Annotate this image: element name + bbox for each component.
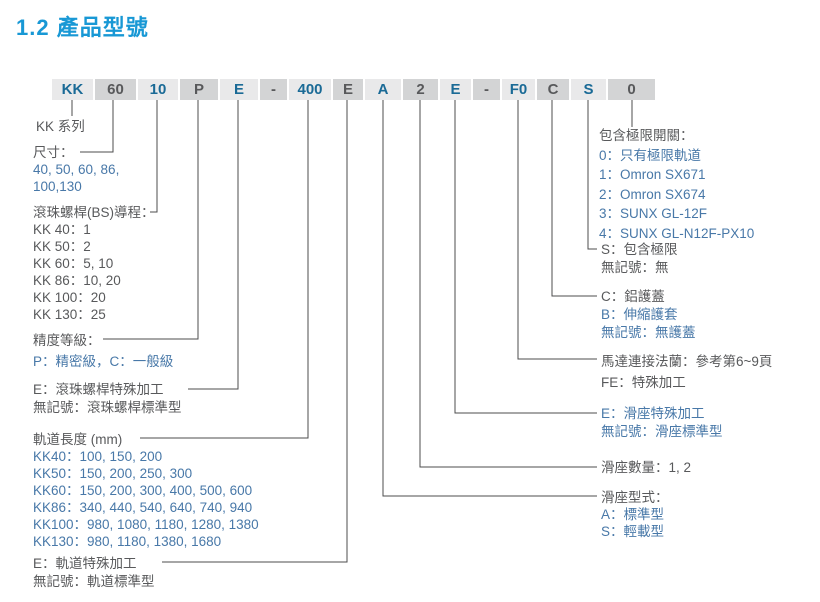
section-block-special: E：滑座特殊加工 無記號：滑座標準型 xyxy=(601,405,723,441)
size-header: 尺寸： xyxy=(33,145,74,160)
size-values: 40, 50, 60, 86, xyxy=(33,162,120,177)
code-segment-block-qty: 2 xyxy=(403,79,438,100)
lead-item: KK 100：20 xyxy=(33,290,106,305)
size-values: 100,130 xyxy=(33,179,82,194)
motor-flange-line: 馬達連接法蘭：參考第6~9頁 xyxy=(601,354,773,369)
limit-line: 無記號：無 xyxy=(601,260,669,275)
section-series: KK 系列 xyxy=(36,118,85,135)
code-segment-block-type: A xyxy=(365,79,401,100)
block-type-header: 滑座型式： xyxy=(601,490,669,505)
rail-length-item: KK130：980, 1180, 1380, 1680 xyxy=(33,534,222,549)
code-segment-precision: P xyxy=(180,79,218,100)
limit-switch-item: 1：Omron SX671 xyxy=(599,167,706,182)
section-cover: C：鋁護蓋 B：伸縮護套 無記號：無護蓋 xyxy=(601,288,696,342)
section-limit-switch: 包含極限開關： 0：只有極限軌道 1：Omron SX671 2：Omron S… xyxy=(599,126,754,243)
cover-line: C：鋁護蓋 xyxy=(601,289,665,304)
code-segment-size: 60 xyxy=(95,79,136,100)
limit-switch-item: 3：SUNX GL-12F xyxy=(599,206,708,221)
section-rail-special: E：軌道特殊加工 無記號：軌道標準型 xyxy=(33,555,155,591)
motor-flange-line: FE：特殊加工 xyxy=(601,375,686,390)
block-qty-line: 滑座數量：1, 2 xyxy=(601,460,692,475)
section-motor-flange: 馬達連接法蘭：參考第6~9頁 FE：特殊加工 xyxy=(601,351,772,393)
lead-item: KK 60：5, 10 xyxy=(33,256,114,271)
lead-header: 滾珠螺桿(BS)導程： xyxy=(33,205,155,220)
section-block-qty: 滑座數量：1, 2 xyxy=(601,459,691,476)
precision-header: 精度等級： xyxy=(33,333,101,348)
code-segment-limit-switch: 0 xyxy=(608,79,655,100)
limit-switch-item: 0：只有極限軌道 xyxy=(599,147,702,163)
section-size: 尺寸： 40, 50, 60, 86, 100,130 xyxy=(33,144,119,195)
precision-detail: P：精密級，C：一般級 xyxy=(33,353,174,369)
section-block-type: 滑座型式： A：標準型 S：輕載型 xyxy=(601,489,669,540)
code-segment-rail-special: E xyxy=(333,79,363,100)
rail-length-header: 軌道長度 (mm) xyxy=(33,432,123,447)
code-segment-block-special: E xyxy=(440,79,471,100)
rail-length-item: KK40：100, 150, 200 xyxy=(33,449,163,464)
rail-special-line: 無記號：軌道標準型 xyxy=(33,574,155,589)
code-segment-series: KK xyxy=(52,79,93,100)
series-label: KK 系列 xyxy=(36,119,85,134)
ballscrew-special-line: E：滾珠螺桿特殊加工 xyxy=(33,382,164,397)
section-lead: 滾珠螺桿(BS)導程： KK 40：1 KK 50：2 KK 60：5, 10 … xyxy=(33,204,155,323)
limit-switch-item: 4：SUNX GL-N12F-PX10 xyxy=(599,225,755,241)
section-limit: S：包含極限 無記號：無 xyxy=(601,241,678,277)
limit-line: S：包含極限 xyxy=(601,242,678,257)
section-rail-length: 軌道長度 (mm) KK40：100, 150, 200 KK50：150, 2… xyxy=(33,431,259,550)
code-segment-lead: 10 xyxy=(138,79,178,100)
lead-item: KK 86：10, 20 xyxy=(33,273,121,288)
section-precision: 精度等級： P：精密級，C：一般級 xyxy=(33,331,173,372)
block-type-item: A：標準型 xyxy=(601,507,665,522)
lead-item: KK 130：25 xyxy=(33,307,106,322)
code-segment-dash1: - xyxy=(260,79,287,100)
rail-length-item: KK60：150, 200, 300, 400, 500, 600 xyxy=(33,483,253,498)
section-ballscrew-special: E：滾珠螺桿特殊加工 無記號：滾珠螺桿標準型 xyxy=(33,381,182,417)
limit-switch-header: 包含極限開關： xyxy=(599,128,694,143)
block-type-item: S：輕載型 xyxy=(601,524,665,539)
rail-special-line: E：軌道特殊加工 xyxy=(33,556,137,571)
code-segment-dash2: - xyxy=(473,79,500,100)
limit-switch-item: 2：Omron SX674 xyxy=(599,186,706,202)
page-title: 1.2 產品型號 xyxy=(16,15,149,40)
block-special-line: E：滑座特殊加工 xyxy=(601,406,705,421)
cover-line: B：伸縮護套 xyxy=(601,307,678,322)
code-segment-rail-length: 400 xyxy=(289,79,331,100)
block-special-line: 無記號：滑座標準型 xyxy=(601,424,723,439)
code-segment-cover: C xyxy=(537,79,569,100)
rail-length-item: KK86：340, 440, 540, 640, 740, 940 xyxy=(33,500,253,515)
ballscrew-special-line: 無記號：滾珠螺桿標準型 xyxy=(33,400,182,415)
lead-item: KK 50：2 xyxy=(33,239,91,254)
rail-length-item: KK50：150, 200, 250, 300 xyxy=(33,466,193,481)
code-segment-flange: F0 xyxy=(502,79,535,100)
code-segment-limit: S xyxy=(571,79,606,100)
lead-item: KK 40：1 xyxy=(33,222,91,237)
cover-line: 無記號：無護蓋 xyxy=(601,325,696,340)
code-segment-bs-special: E xyxy=(220,79,258,100)
rail-length-item: KK100：980, 1080, 1180, 1280, 1380 xyxy=(33,517,259,532)
